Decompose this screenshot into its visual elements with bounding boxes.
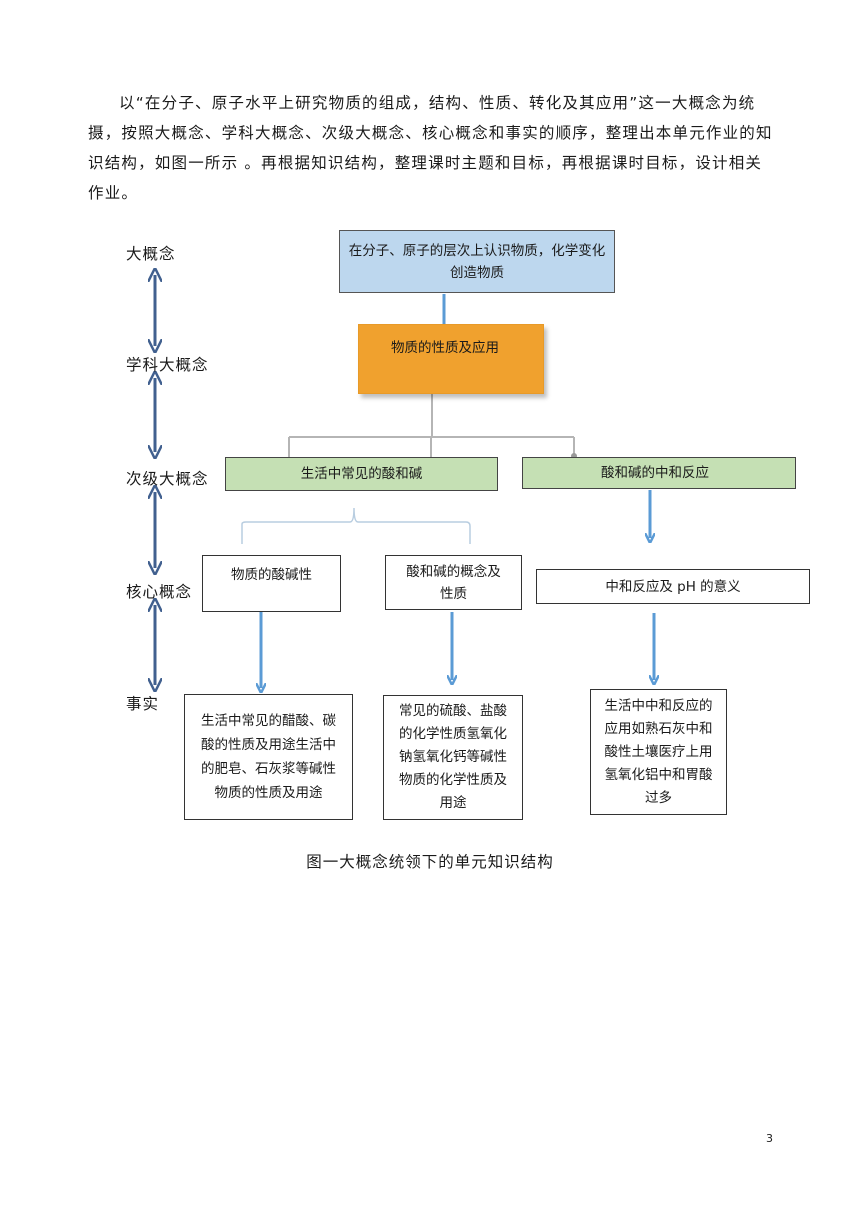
node-core-acid-base-concept: 酸和碱的概念及性质 [385,555,522,610]
intro-paragraph: 以“在分子、原子水平上研究物质的组成，结构、性质、转化及其应用”这一大概念为统摄… [88,94,773,202]
level-label-secondary-big-concept: 次级大概念 [126,470,209,488]
node-core-acidity-alkalinity: 物质的酸碱性 [202,555,341,612]
node-subject-big-concept: 物质的性质及应用 [358,324,544,394]
node-fact-left: 生活中常见的醋酸、碳酸的性质及用途生活中的肥皂、石灰浆等碱性物质的性质及用途 [184,694,353,820]
level-label-core-concept: 核心概念 [126,583,193,601]
level-label-big-concept: 大概念 [126,245,176,263]
node-fact-right: 生活中中和反应的应用如熟石灰中和酸性土壤医疗上用氢氧化铝中和胃酸过多 [590,689,727,815]
figure-caption: 图一大概念统领下的单元知识结构 [306,853,554,871]
node-fact-middle: 常见的硫酸、盐酸的化学性质氢氧化钠氢氧化钙等碱性物质的化学性质及用途 [383,695,523,820]
level-label-subject-big-concept: 学科大概念 [126,356,209,374]
node-secondary-acids-bases: 生活中常见的酸和碱 [225,457,498,491]
node-secondary-neutralization: 酸和碱的中和反应 [522,457,796,489]
level-label-fact: 事实 [126,695,160,713]
node-core-neutralization-ph: 中和反应及 pH 的意义 [536,569,810,604]
page-number: 3 [766,1132,773,1145]
tree-connector [288,394,575,457]
brace [241,507,471,544]
node-top-big-concept: 在分子、原子的层次上认识物质，化学变化创造物质 [339,230,615,293]
